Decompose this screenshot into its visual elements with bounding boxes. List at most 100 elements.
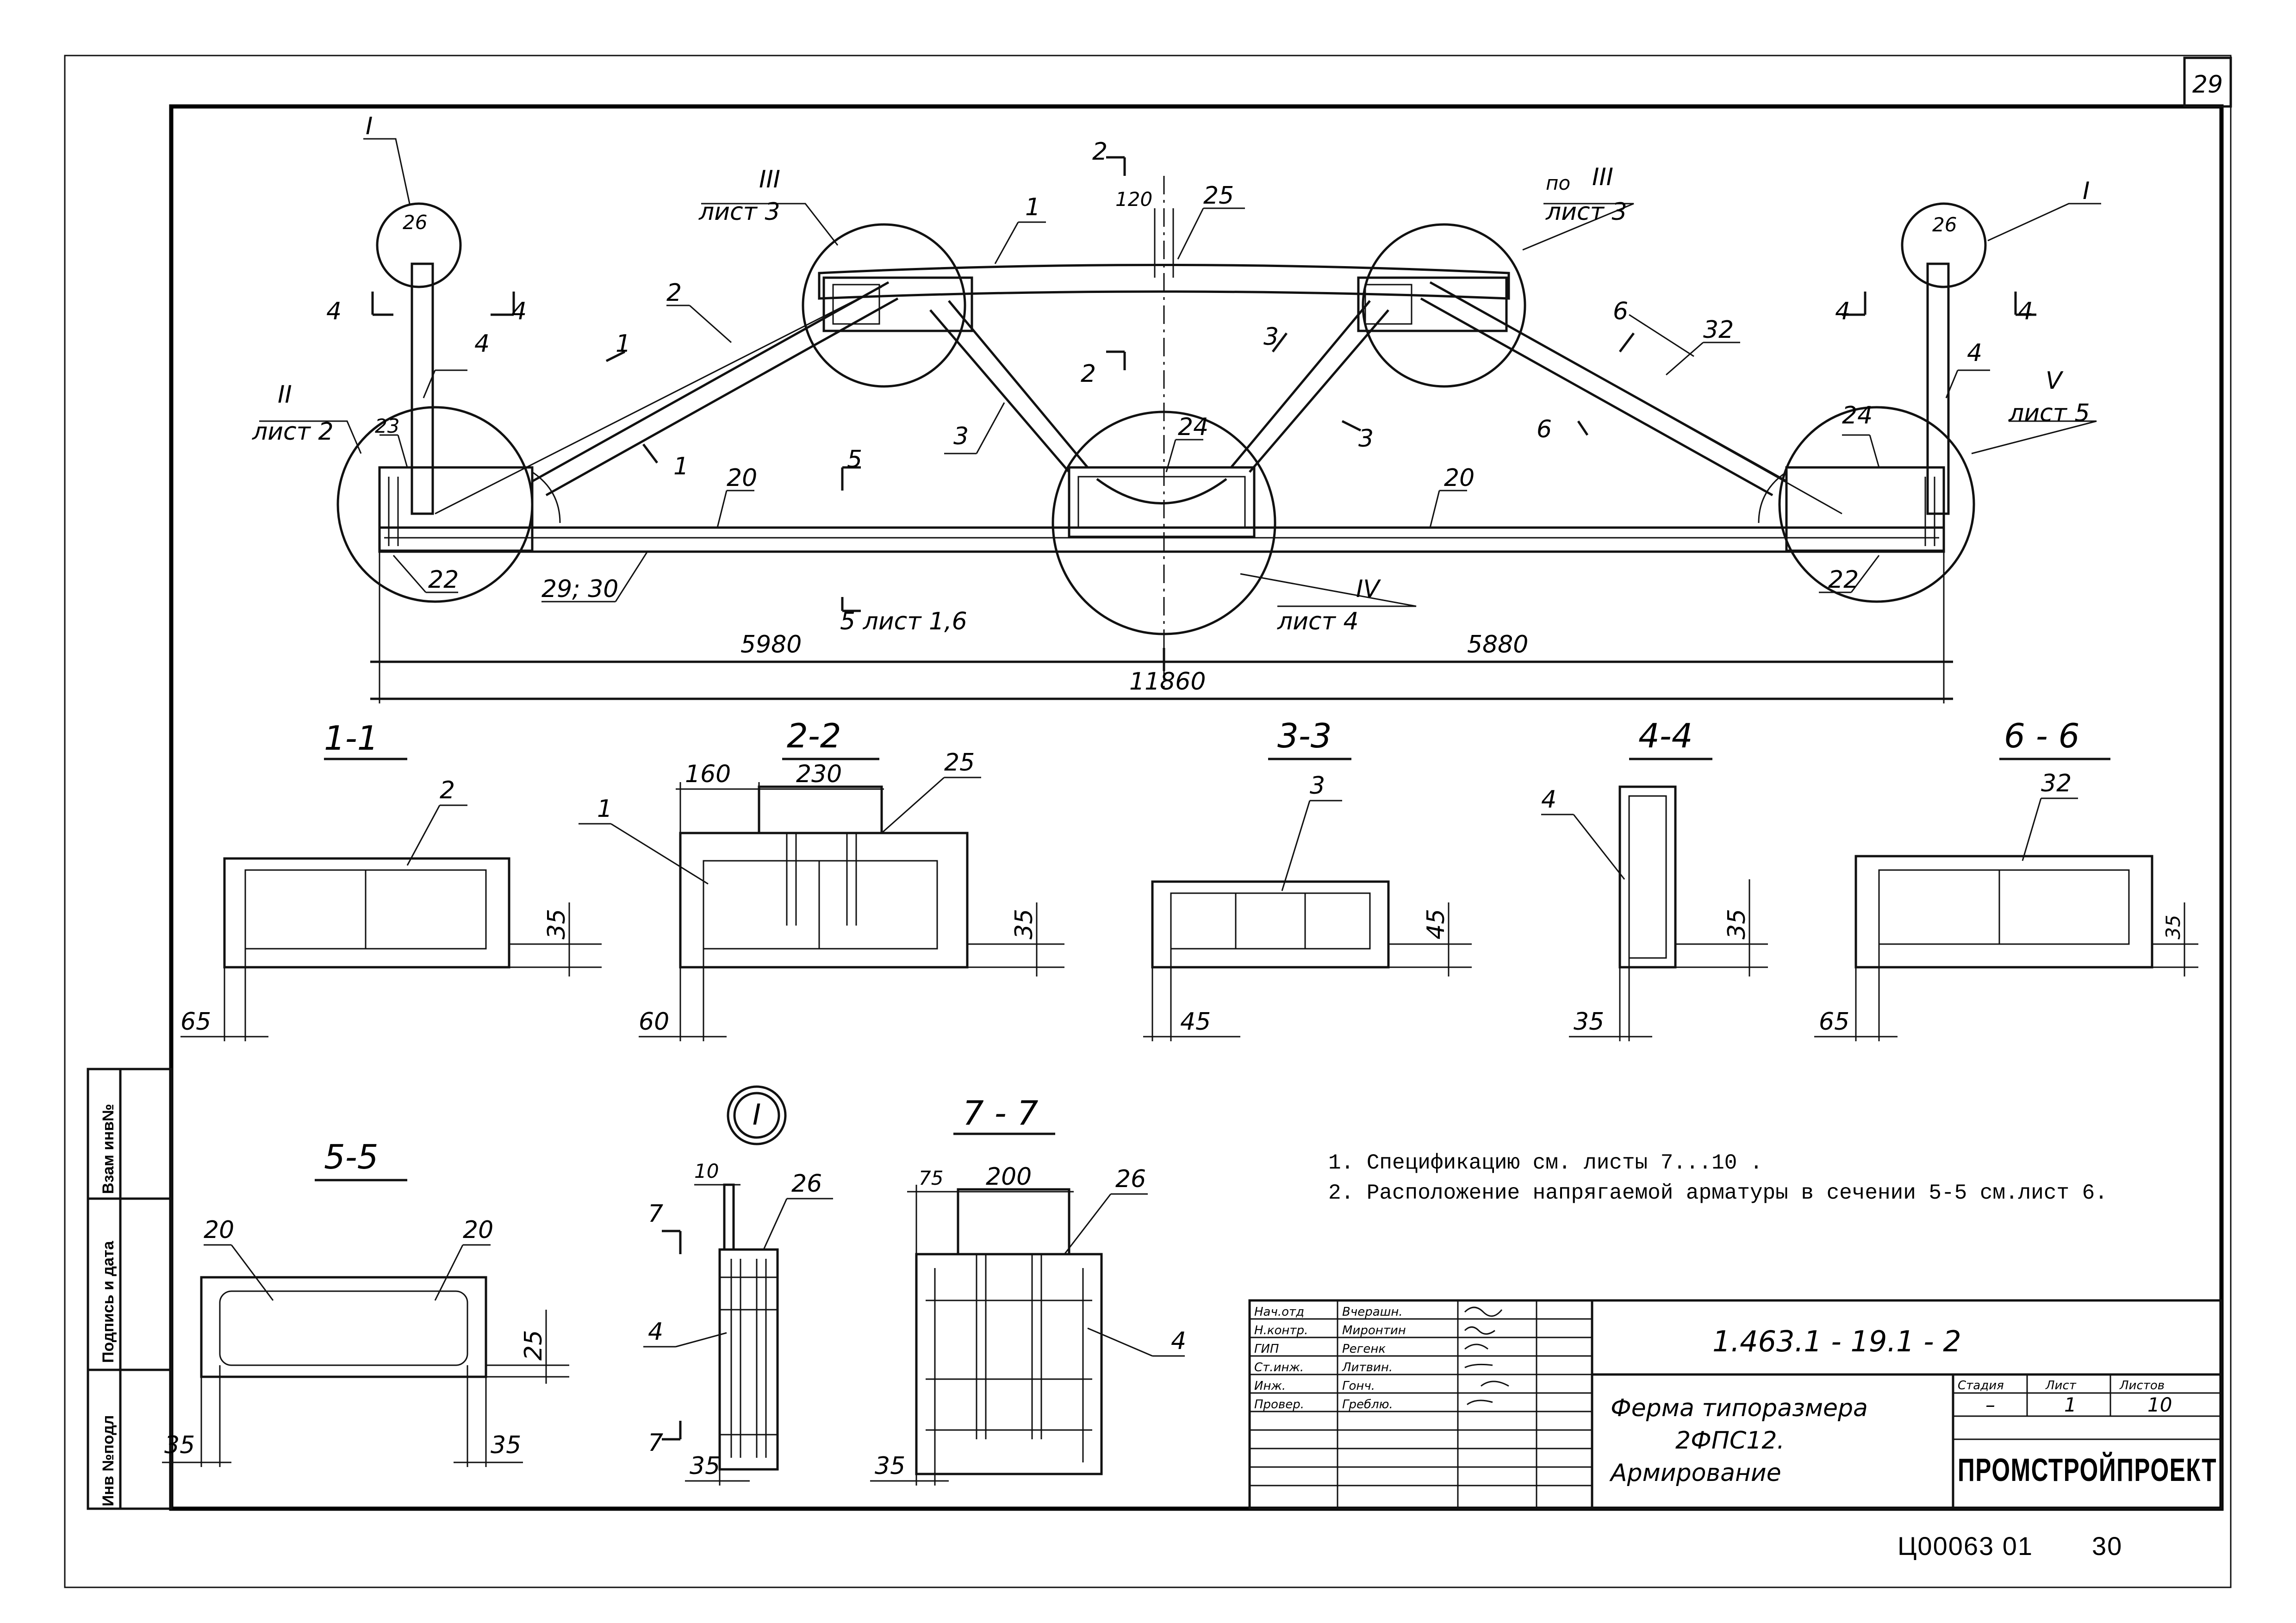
dim-right-span: 5880 [1467,631,1528,659]
cut-4b: 4 [511,298,527,325]
tb-role-3: ГИП [1254,1342,1279,1356]
dim-left-span: 5980 [740,631,802,659]
section-5-5-dim-left: 35 [164,1431,195,1459]
side-label-inv: Инв №подл [100,1415,117,1506]
section-2-2: 2-2 160 230 1 25 35 60 [579,716,1064,1041]
tb-role-5: Инж. [1254,1379,1286,1393]
tb-code: 1.463.1 - 19.1 - 2 [1712,1325,1961,1358]
section-6-6: 6 - 6 32 35 65 [1814,716,2198,1041]
sheet-number: 29 [2192,71,2223,99]
section-2-2-dim-h: 35 [1010,909,1038,939]
tb-stage-label: Стадия [1958,1379,2004,1393]
section-4-4-title: 4-4 [1638,716,1693,755]
tb-role-6: Провер. [1254,1398,1304,1412]
tb-role-4: Ст.инж. [1254,1361,1304,1374]
cut-5a: 5 [847,446,862,473]
side-stamp: Инв №подл Подпись и дата Взам инв№ [87,1068,173,1510]
title-block: Нач.отд Н.контр. ГИП Ст.инж. Инж. Провер… [1248,1299,2223,1510]
pos-24-right: 24 [1842,402,1873,429]
pos-20-left: 20 [727,464,757,492]
pos-2: 2 [666,279,682,307]
pos-3: 3 [953,423,969,450]
section-2-2-pos-1: 1 [597,795,612,823]
tb-name-6: Греблю. [1342,1398,1393,1412]
node-I-detail: I 10 26 4 7 7 35 [643,1085,833,1486]
section-4-4-dim-h: 35 [1723,909,1751,939]
node-ref-I-right: I [2083,177,2090,205]
pos-25: 25 [1203,182,1234,210]
node-ref-III-right: III [1592,163,1613,191]
section-5-5-dim-h: 25 [520,1330,548,1361]
section-6-6-title: 6 - 6 [2004,716,2079,755]
outer-frame [64,55,2232,1588]
cut-6a: 6 [1613,298,1628,325]
section-1-1-title: 1-1 [324,719,379,758]
pos-32: 32 [1703,316,1734,344]
pos-22-left: 22 [428,566,459,594]
cut-2b: 2 [1081,360,1096,388]
node-I-cut-b: 7 [648,1429,663,1457]
node-I-dim-top: 10 [694,1160,719,1182]
node-ref-II-sheet: лист 2 [252,418,334,446]
cut-4d: 4 [2018,298,2033,325]
cut-4a: 4 [326,298,342,325]
node-ref-IV: IV [1356,575,1381,603]
tb-title-line1: Ферма типоразмера [1611,1394,1868,1422]
node-I-pos-4: 4 [648,1318,663,1346]
section-2-2-title: 2-2 [787,716,841,755]
inventory-number: Ц00063 01 [1898,1531,2033,1561]
sheet-number-box [2183,56,2232,108]
section-7-7-dim-bottom: 35 [875,1452,905,1480]
node-ref-I-left: I [366,112,373,140]
tb-role-2: Н.контр. [1254,1324,1308,1337]
section-2-2-pos-25: 25 [944,749,975,777]
tb-sheet-label: Лист [2045,1379,2077,1393]
cut-3b: 3 [1358,425,1374,453]
tb-name-2: Миронтин [1342,1324,1406,1337]
section-4-4-pos: 4 [1541,786,1556,814]
tb-title-line3: Армирование [1609,1459,1781,1487]
truss-main-view: I I II лист 2 III лист 3 по III лист 3 I… [252,112,2101,703]
node-I-pos-26: 26 [791,1170,822,1198]
section-3-3-dim-w: 45 [1180,1008,1211,1036]
section-5-5-title: 5-5 [324,1138,379,1176]
tb-name-5: Гонч. [1342,1379,1375,1393]
node-ref-III: III [759,166,780,193]
section-1-1: 1-1 2 35 65 [180,719,602,1041]
cut-2a: 2 [1092,138,1108,166]
tb-sheets-label: Листов [2119,1379,2165,1393]
tb-name-4: Литвин. [1342,1361,1393,1374]
pos-23: 23 [375,415,399,437]
tb-stage-value: – [1985,1393,1995,1416]
section-5-5-pos-left: 20 [204,1216,234,1244]
pos-4-right: 4 [1967,339,1982,367]
section-3-3-dim-h: 45 [1422,909,1450,939]
section-3-3: 3-3 3 45 45 [1143,716,1472,1041]
section-5-5-pos-right: 20 [463,1216,493,1244]
tb-name-3: Регенк [1342,1342,1386,1356]
section-4-4-dim-w: 35 [1574,1008,1604,1036]
section-5-5: 5-5 20 20 25 35 35 [162,1138,569,1467]
section-2-2-dim-230: 230 [796,760,842,788]
dim-120: 120 [1115,188,1152,211]
side-label-sign: Подпись и дата [100,1240,117,1363]
pos-29-30: 29; 30 [541,575,618,603]
tb-name-1: Вчерашн. [1342,1305,1403,1319]
section-7-7-pos-4: 4 [1171,1327,1186,1355]
pos-26-left: 26 [403,211,427,234]
tb-organization: ПРОМСТРОЙПРОЕКТ [1958,1451,2217,1488]
pos-26-right: 26 [1932,213,1957,236]
section-6-6-pos: 32 [2041,770,2072,797]
section-5-5-dim-right: 35 [491,1431,521,1459]
general-notes: 1. Спецификацию см. листы 7...10 . 2. Ра… [1328,1151,2108,1205]
pos-4-left: 4 [474,330,490,358]
cut-6b: 6 [1537,416,1552,443]
node-ref-V-sheet: лист 5 [2008,399,2090,427]
section-2-2-dim-w: 60 [639,1008,669,1036]
side-label-replace: Взам инв№ [100,1104,117,1194]
node-ref-III-sheet: лист 3 [698,198,780,226]
pos-22-right: 22 [1828,566,1859,594]
section-6-6-dim-w: 65 [1819,1008,1849,1036]
cut-1a: 1 [616,330,631,358]
